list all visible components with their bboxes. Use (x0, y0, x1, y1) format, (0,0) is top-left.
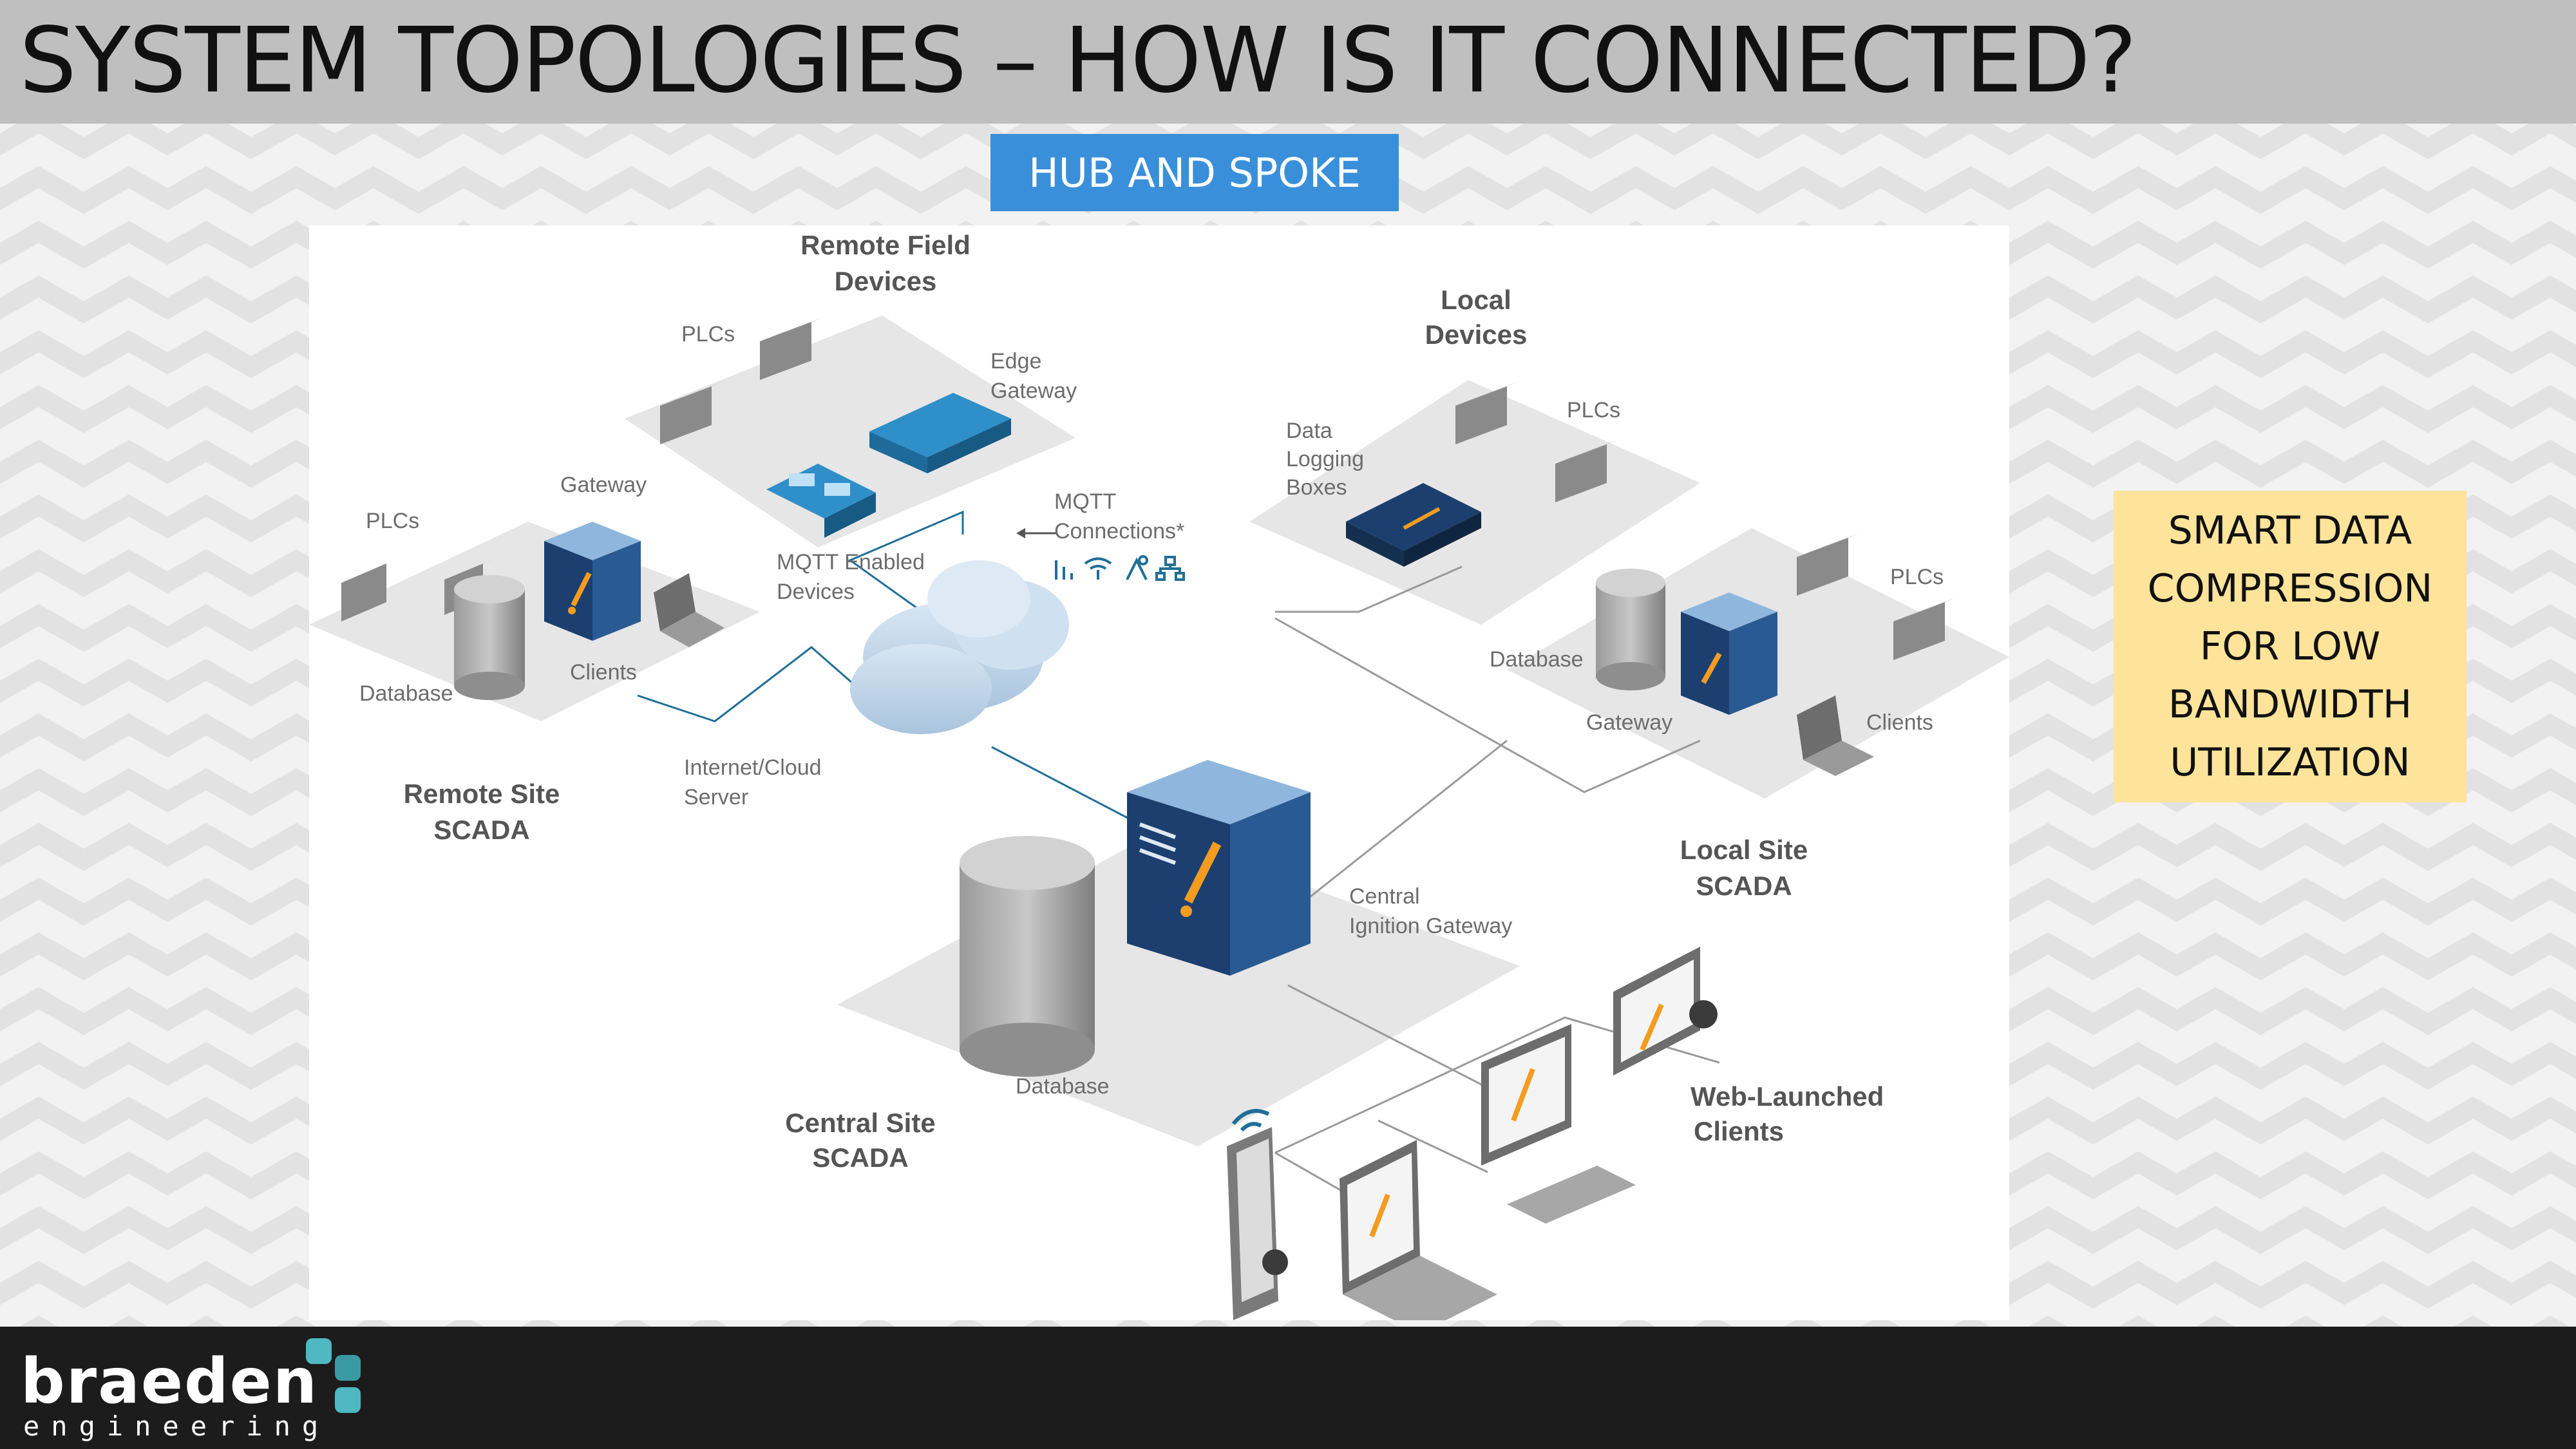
note-line: SMART DATA (2168, 508, 2412, 553)
page-title: SYSTEM TOPOLOGIES – HOW IS IT CONNECTED? (19, 8, 2137, 113)
remote-site-clients-label: Clients (570, 660, 637, 685)
remote-site-database (454, 575, 525, 700)
hub-and-spoke-badge: HUB AND SPOKE (990, 134, 1399, 211)
remote-field-plc-1 (760, 317, 824, 380)
remote-site-gateway-label: Gateway (560, 473, 647, 497)
local-devices-plcs-label: PLCs (1567, 398, 1620, 422)
mqtt-arrow (1016, 528, 1056, 538)
remote-field-platform (625, 316, 1075, 547)
line-cloud-to-central (991, 746, 1141, 826)
remote-site-plcs-label: PLCs (366, 509, 419, 533)
local-devices-plc-2 (1555, 439, 1620, 502)
remote-site-client-laptop (654, 573, 724, 647)
logo-mark-icon (306, 1338, 361, 1413)
satellite-icon (1126, 555, 1148, 580)
central-database-label: Database (1016, 1074, 1110, 1099)
remote-field-plcs-label: PLCs (681, 322, 735, 346)
remote-site-gateway-server (544, 522, 641, 641)
line-remote-to-cloud (637, 646, 889, 723)
note-line: FOR LOW (2199, 624, 2381, 669)
local-devices-plc-1 (1455, 381, 1520, 444)
local-site-plc-2 (1893, 597, 1958, 660)
web-client-tablet (1227, 1127, 1278, 1320)
local-site-clients-label: Clients (1866, 710, 1933, 735)
web-client-desktop (1481, 1024, 1636, 1224)
cloud-icon (850, 560, 1069, 734)
brand-name: braeden (21, 1345, 319, 1417)
central-site-database (960, 836, 1095, 1077)
line-web-clients (1274, 1016, 1720, 1154)
braeden-logo: braeden engineering (19, 1333, 380, 1449)
note-line: COMPRESSION (2147, 566, 2433, 611)
local-site-gateway-server (1681, 592, 1777, 715)
edge-gateway-device (869, 393, 1011, 473)
remote-site-plc-2 (341, 564, 386, 621)
remote-site-database-label: Database (359, 681, 453, 706)
local-site-client-laptop (1797, 696, 1874, 776)
remote-site-platform (309, 522, 760, 721)
title-bar (0, 0, 2576, 124)
brand-sub: engineering (23, 1410, 330, 1442)
local-site-plcs-label: PLCs (1890, 565, 1944, 589)
line-mqtt-to-cloud (848, 510, 964, 626)
smart-data-compression-note: SMART DATA COMPRESSION FOR LOW BANDWIDTH… (2114, 491, 2467, 802)
central-ignition-gateway-server (1127, 760, 1311, 976)
data-logging-box (1346, 483, 1481, 567)
line-local-to-central (1274, 617, 1701, 793)
remote-field-plc-2 (660, 381, 724, 444)
hand-pointer-icon (1262, 1000, 1718, 1275)
wifi-icon (1084, 557, 1112, 580)
local-site-database-label: Database (1490, 647, 1584, 672)
line-central-to-local (1303, 739, 1508, 903)
note-line: BANDWIDTH (2168, 682, 2412, 727)
web-client-laptop (1340, 1140, 1497, 1320)
wifi-icon (1231, 1109, 1270, 1132)
local-site-gateway-label: Gateway (1586, 710, 1672, 735)
local-site-database (1596, 569, 1665, 690)
note-line: UTILIZATION (2170, 740, 2410, 785)
mqtt-signal-icon (1055, 560, 1073, 580)
web-client-monitor (1613, 947, 1700, 1075)
line-local-devices-to-central (1275, 565, 1463, 613)
mqtt-enabled-devices (766, 464, 876, 538)
local-site-plc-1 (1797, 533, 1861, 596)
local-devices-platform (1249, 380, 1700, 625)
network-icon (1155, 556, 1185, 581)
footer-bar (0, 1327, 2576, 1449)
